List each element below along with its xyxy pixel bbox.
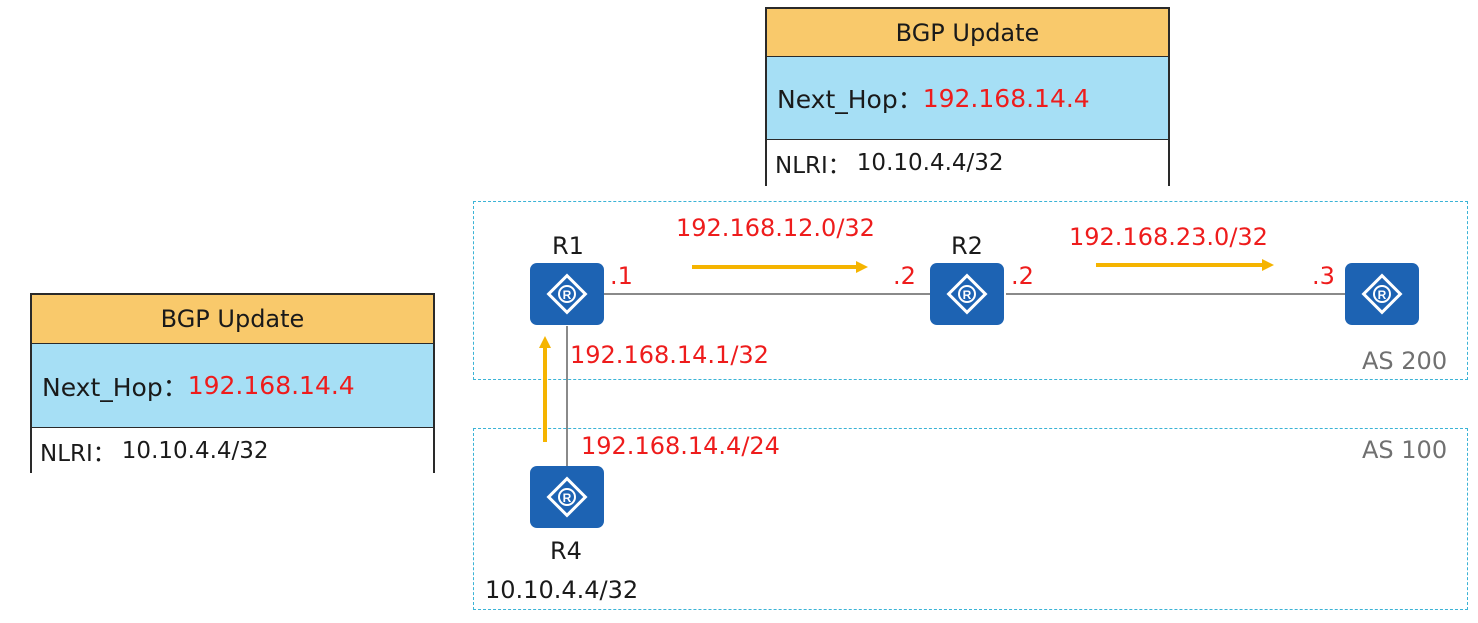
- arrow-icon: [692, 261, 868, 273]
- router-icon: R: [1361, 273, 1403, 315]
- nlri-value: 10.10.4.4/32: [121, 438, 269, 464]
- as-100-label: AS 100: [1362, 436, 1448, 464]
- router-r1-label: R1: [552, 232, 584, 260]
- bgp-update-box-top: BGP Update Next_Hop：192.168.14.4 NLRI：10…: [765, 7, 1170, 186]
- r4-prefix-label: 10.10.4.4/32: [485, 576, 639, 604]
- router-r1: R: [530, 263, 604, 325]
- router-icon: R: [946, 273, 988, 315]
- subnet-r1-r2: 192.168.12.0/32: [676, 214, 875, 242]
- svg-text:R: R: [563, 288, 572, 302]
- r3-interface-label: .3: [1312, 262, 1335, 290]
- nlri-row: NLRI：10.10.4.4/32: [32, 428, 433, 474]
- nlri-label: NLRI：: [40, 441, 116, 467]
- nlri-row: NLRI：10.10.4.4/32: [767, 140, 1168, 186]
- svg-text:R: R: [1378, 288, 1387, 302]
- as-100-zone: [473, 428, 1468, 610]
- router-r3: R: [1345, 263, 1419, 325]
- arrow-icon: [539, 336, 551, 442]
- next-hop-label: Next_Hop：: [42, 372, 188, 402]
- r1-r4-r4side-label: 192.168.14.4/24: [581, 432, 780, 460]
- r2-left-interface-label: .2: [893, 262, 916, 290]
- as-200-zone: [473, 201, 1468, 380]
- bgp-update-box-left: BGP Update Next_Hop：192.168.14.4 NLRI：10…: [30, 293, 435, 474]
- next-hop-row: Next_Hop：192.168.14.4: [32, 344, 433, 428]
- r1-interface-label: .1: [610, 262, 633, 290]
- subnet-r2-r3: 192.168.23.0/32: [1069, 223, 1268, 251]
- router-r4-label: R4: [550, 537, 582, 565]
- as-200-label: AS 200: [1362, 347, 1448, 375]
- next-hop-row: Next_Hop：192.168.14.4: [767, 57, 1168, 140]
- router-r2-label: R2: [951, 232, 983, 260]
- bgp-update-header: BGP Update: [32, 295, 433, 344]
- router-r2: R: [930, 263, 1004, 325]
- svg-text:R: R: [563, 491, 572, 505]
- svg-text:R: R: [963, 288, 972, 302]
- nlri-value: 10.10.4.4/32: [856, 150, 1004, 176]
- router-r4: R: [530, 466, 604, 528]
- nlri-label: NLRI：: [775, 153, 851, 179]
- r2-right-interface-label: .2: [1011, 262, 1034, 290]
- r1-r4-r1side-label: 192.168.14.1/32: [570, 341, 769, 369]
- router-icon: R: [546, 273, 588, 315]
- bgp-update-header: BGP Update: [767, 9, 1168, 57]
- next-hop-label: Next_Hop：: [777, 85, 923, 114]
- arrow-icon: [1096, 259, 1274, 271]
- router-icon: R: [546, 476, 588, 518]
- next-hop-value: 192.168.14.4: [922, 83, 1090, 113]
- next-hop-value: 192.168.14.4: [187, 371, 355, 400]
